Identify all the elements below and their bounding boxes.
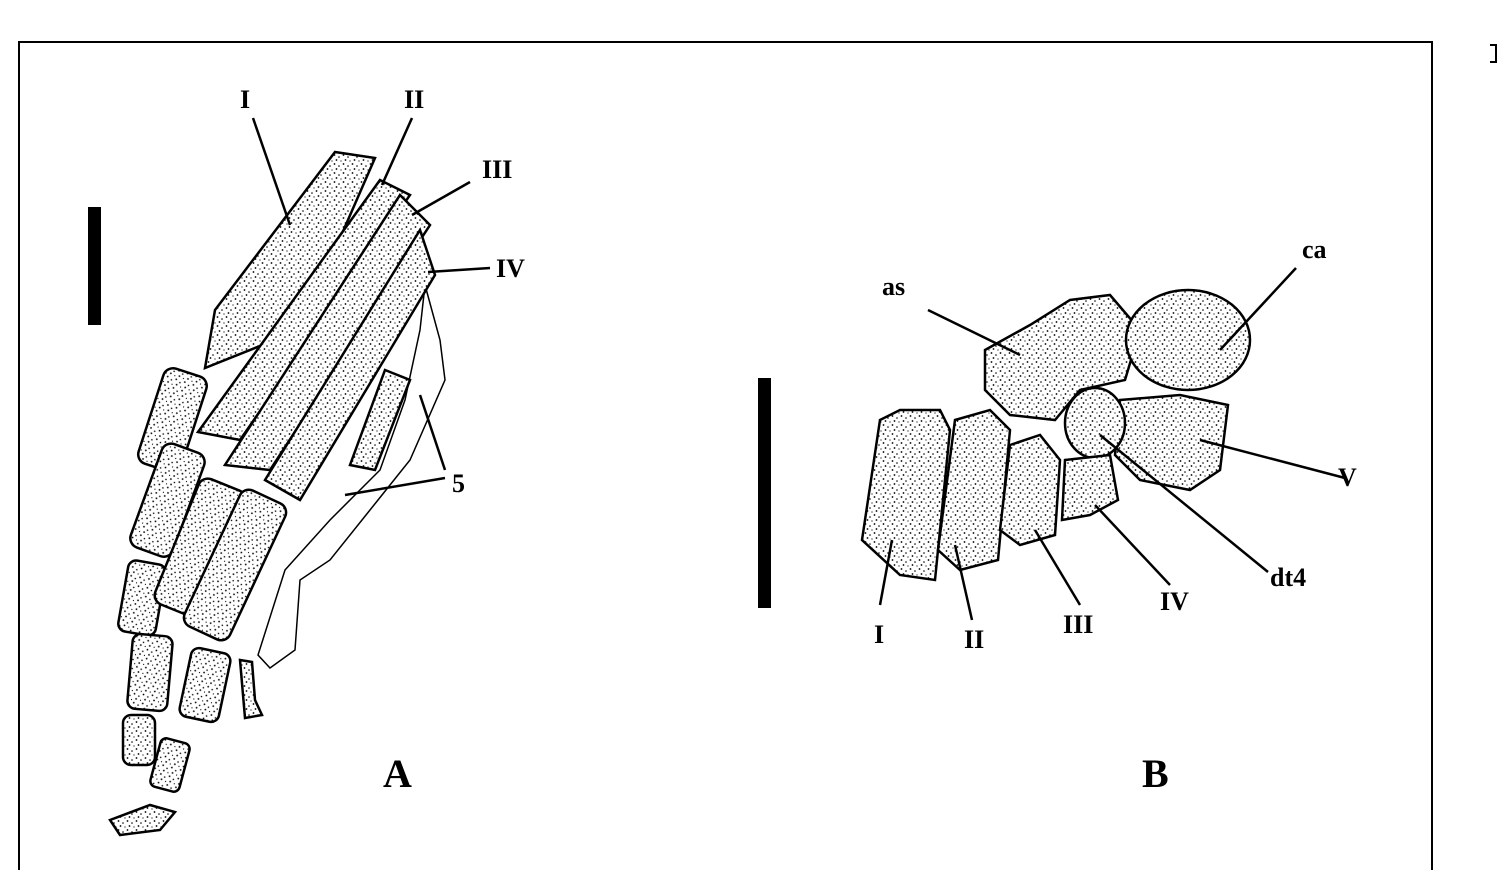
scale-bar-a [88,207,101,325]
scale-bar-b [758,378,771,608]
label-b-ii: II [964,625,984,654]
leader-line [418,394,447,471]
label-a-5: 5 [452,469,465,498]
leader-line [411,180,471,217]
label-a-i: I [240,85,250,114]
edge-mark [1490,44,1497,63]
panel-letter-a: A [383,751,412,796]
phalanx [121,713,157,767]
label-ca: ca [1302,235,1327,264]
ungual [238,658,264,720]
leader-line [1219,267,1297,351]
leader-line [953,544,974,621]
metatarsal-b-iii [998,433,1062,547]
leader-line [380,117,414,186]
leader-line [1094,504,1171,586]
leader-line [878,539,894,606]
phalanx [182,488,288,642]
metatarsal-b-iv [1060,453,1120,522]
label-a-ii: II [404,85,424,114]
label-b-iii: III [1063,610,1093,639]
leader-line [1033,529,1082,606]
label-a-iv: IV [496,254,525,283]
leader-line [427,266,491,274]
panel-a-drawing [88,117,491,837]
label-b-v: V [1338,463,1357,492]
phalanx [126,632,174,713]
panel-letter-b: B [1142,751,1169,796]
phalanx [149,737,191,793]
leader-line [927,308,1021,357]
metatarsal-b-i [860,408,952,582]
label-dt4: dt4 [1270,563,1306,592]
leader-line [1099,434,1269,573]
panel-b-drawing [758,267,1346,621]
label-b-iv: IV [1160,587,1189,616]
label-as: as [882,272,905,301]
phalanx [178,646,232,724]
distal-tarsal-v [1113,393,1230,492]
metatarsal-b-ii [936,408,1012,572]
leader-line [251,117,292,226]
ungual [108,803,178,837]
metatarsal-i [203,150,377,370]
leader-line [1199,438,1346,480]
figure-frame [18,41,1433,870]
leader-line [344,476,446,497]
metatarsal-iv [263,227,437,502]
label-a-iii: III [482,155,512,184]
label-b-i: I [874,620,884,649]
calcaneum [1124,288,1252,392]
metatarsal-v [348,368,412,472]
astragalus [983,293,1142,422]
